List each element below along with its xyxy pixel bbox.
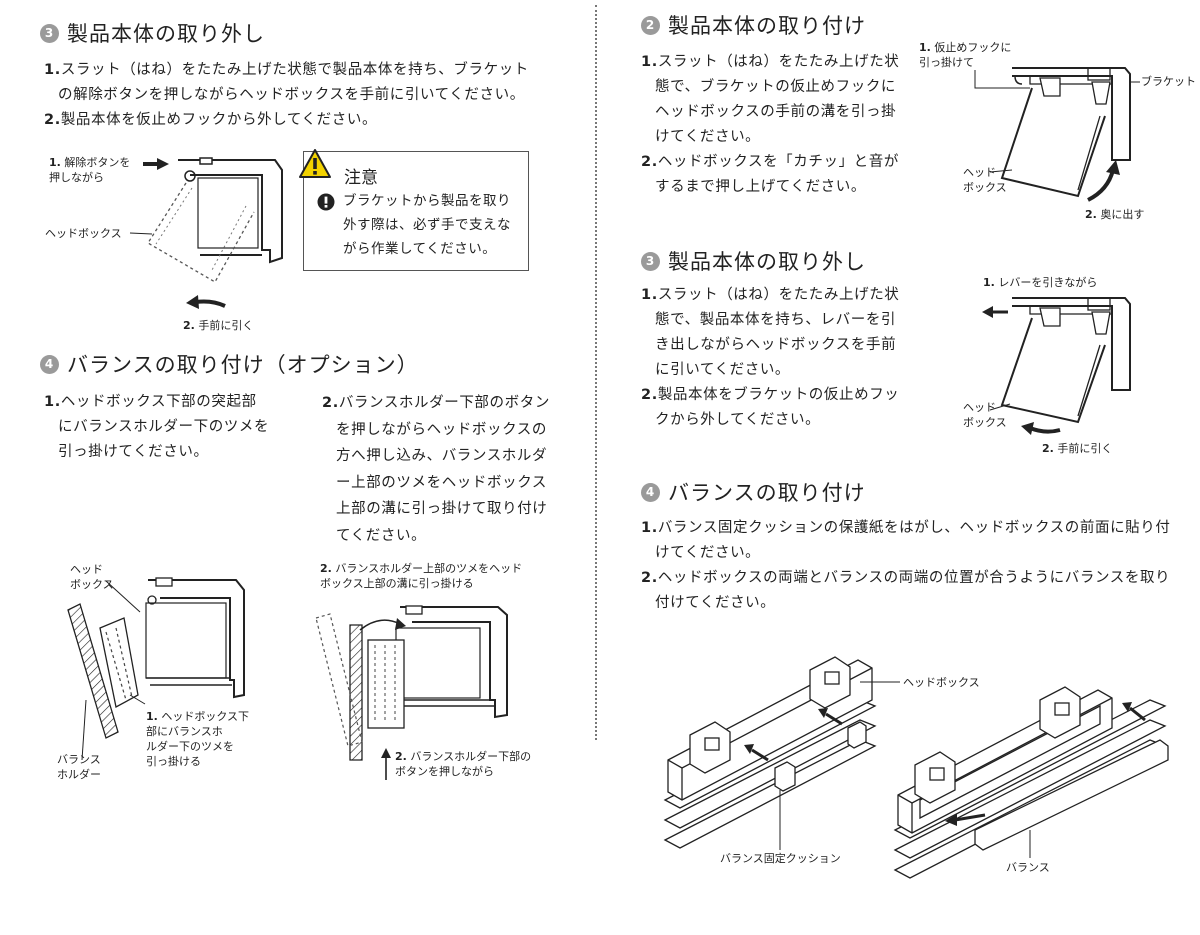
section-title-text: バランスの取り付け（オプション） [67,353,419,377]
step-number-badge: 3 [641,251,660,271]
callout-pull-forward: 2. 手前に引く [183,319,254,332]
label-headbox: ヘッド ボックス [963,401,1007,429]
label-headbox: ヘッドボックス [45,227,122,240]
valance-step2-diagram [315,605,508,780]
instruction-step: 2.ヘッドボックスを「カチッ」と音がするまで押し上げてください。 [641,154,899,195]
column-divider [595,5,597,740]
section-title-installation: 2 製品本体の取り付け [641,10,866,40]
instruction-step: 1.バランス固定クッションの保護紙をはがし、ヘッドボックスの前面に貼り付けてくだ… [641,520,1171,561]
instruction-step: 2.製品本体をブラケットの仮止めフックから外してください。 [641,387,900,428]
section-title-removal-right: 3 製品本体の取り外し [641,246,866,276]
callout-pull-forward: 2. 手前に引く [1042,442,1113,455]
instruction-step: 1.スラット（はね）をたたみ上げた状態で製品本体を持ち、ブラケットの解除ボタンを… [44,62,529,103]
instruction-list: 1.スラット（はね）をたたみ上げた状態で、ブラケットの仮止めフックにヘッドボック… [641,50,905,200]
section-title-valance: 4 バランスの取り付け [641,477,866,507]
callout-pull-lever: 1. レバーを引きながら [983,276,1098,289]
section-title-text: 製品本体の取り外し [668,250,866,274]
step-number-badge: 4 [641,482,660,502]
callout-hook-bottom-claw: 1. ヘッドボックス下 部にバランスホ ルダー下のツメを 引っ掛ける [146,710,250,768]
section-title-text: バランスの取り付け [668,481,866,505]
removal-diagram-left [129,157,283,309]
callout-hook-temp: 1. 仮止めフックに 引っ掛けて [919,41,1012,69]
label-bracket: ブラケット [1141,75,1196,88]
step-number-badge: 3 [40,23,59,43]
section-title-valance-option: 4 バランスの取り付け（オプション） [40,349,419,379]
label-headbox: ヘッド ボックス [963,166,1007,194]
label-headbox: ヘッド ボックス [70,563,114,591]
caution-box: 注意 ブラケットから製品を取り外す際は、必ず手で支えながら作業してください。 [299,149,529,271]
caution-text: ブラケットから製品を取り外す際は、必ず手で支えながら作業してください。 [343,193,511,257]
exclamation-icon [317,193,335,211]
instruction-list: 1.スラット（はね）をたたみ上げた状態で製品本体を持ち、ブラケットの解除ボタンを… [44,58,534,133]
instruction-list: 1.バランス固定クッションの保護紙をはがし、ヘッドボックスの前面に貼り付けてくだ… [641,516,1176,616]
section-title-removal-left: 3 製品本体の取り外し [40,18,265,48]
label-valance-cushion: バランス固定クッション [720,852,841,865]
section-title-text: 製品本体の取り付け [668,14,866,38]
instruction-list: 1.スラット（はね）をたたみ上げた状態で、製品本体を持ち、レバーを引き出しながら… [641,283,911,433]
label-headbox: ヘッドボックス [903,676,980,689]
instruction-list: 2.バランスホルダー下部のボタンを押しながらヘッドボックスの方へ押し込み、バラン… [322,390,550,549]
instruction-step: 1.スラット（はね）をたたみ上げた状態で、製品本体を持ち、レバーを引き出しながら… [641,287,900,378]
instruction-list: 1.ヘッドボックス下部の突起部にバランスホルダー下のツメを引っ掛けてください。 [44,390,270,465]
removal-diagram-right [982,297,1131,435]
callout-press-bottom-button: 2. バランスホルダー下部の ボタンを押しながら [395,750,532,778]
warning-icon [299,149,331,178]
label-valance: バランス [1006,861,1050,874]
label-valance-holder: バランス ホルダー [57,753,101,781]
valance-step1-diagram [67,577,245,761]
instruction-step: 2.バランスホルダー下部のボタンを押しながらヘッドボックスの方へ押し込み、バラン… [322,395,550,544]
instruction-step: 2.製品本体を仮止めフックから外してください。 [44,112,378,128]
installation-diagram [974,67,1140,202]
instruction-step: 1.スラット（はね）をたたみ上げた状態で、ブラケットの仮止めフックにヘッドボック… [641,54,900,145]
callout-press-release-button: 1. 解除ボタンを 押しながら [49,156,131,184]
callout-hook-top-claw: 2. バランスホルダー上部のツメをヘッド ボックス上部の溝に引っ掛ける [320,562,523,590]
callout-push-back: 2. 奥に出す [1085,208,1145,221]
section-title-text: 製品本体の取り外し [67,22,265,46]
instruction-step: 1.ヘッドボックス下部の突起部にバランスホルダー下のツメを引っ掛けてください。 [44,394,270,460]
step-number-badge: 2 [641,15,660,35]
step-number-badge: 4 [40,354,59,374]
instruction-step: 2.ヘッドボックスの両端とバランスの両端の位置が合うようにバランスを取り付けてく… [641,570,1171,611]
caution-title: 注意 [344,168,378,188]
